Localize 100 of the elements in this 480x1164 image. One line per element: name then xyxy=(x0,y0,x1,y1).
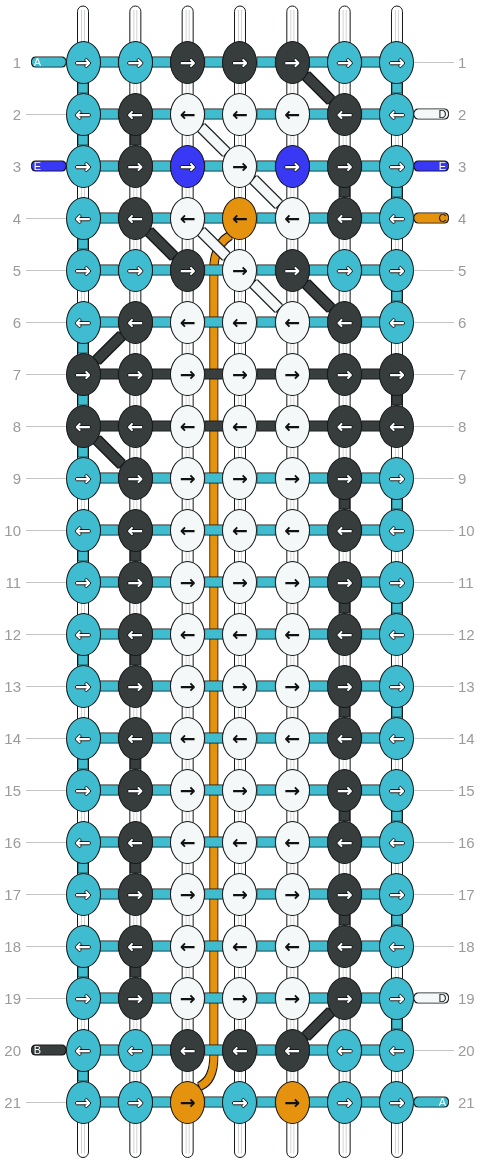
knot-direction: → xyxy=(75,156,91,176)
thread xyxy=(100,785,118,795)
knot-direction: → xyxy=(232,676,248,696)
knot-direction: → xyxy=(127,676,144,696)
knot-direction: ← xyxy=(179,728,196,748)
row-number: 6 xyxy=(12,314,21,330)
thread xyxy=(100,577,118,587)
knot xyxy=(65,92,101,136)
knot xyxy=(117,92,153,136)
thread xyxy=(100,109,118,119)
row-number: 20 xyxy=(458,1042,475,1058)
thread xyxy=(100,681,118,691)
knot xyxy=(274,872,310,916)
knot-direction: ← xyxy=(232,416,248,436)
knot-direction: → xyxy=(75,364,91,384)
knot-direction: → xyxy=(75,260,91,280)
string-label: B xyxy=(33,1044,42,1056)
thread xyxy=(340,187,350,197)
thread xyxy=(340,915,350,925)
thread xyxy=(340,811,350,821)
string-label: E xyxy=(33,160,42,172)
knot-direction: ← xyxy=(127,936,144,956)
thread xyxy=(257,265,275,275)
knot-direction: ← xyxy=(127,832,144,852)
knot-direction: → xyxy=(336,156,353,176)
knot xyxy=(117,404,153,448)
knot-direction: → xyxy=(179,988,196,1008)
knot-direction: ← xyxy=(75,1040,91,1060)
thread xyxy=(257,993,275,1003)
knot xyxy=(170,768,206,812)
thread xyxy=(100,1097,118,1107)
knot xyxy=(379,560,415,604)
thread xyxy=(100,837,118,847)
knot-direction: ← xyxy=(389,1040,405,1060)
knot-direction: ← xyxy=(179,1040,196,1060)
knot xyxy=(327,612,363,656)
thread xyxy=(152,577,171,587)
thread xyxy=(362,1045,380,1055)
string-label: E xyxy=(438,160,447,172)
string-label: A xyxy=(33,56,42,68)
knot-direction: → xyxy=(127,780,144,800)
thread xyxy=(257,889,275,899)
knot xyxy=(327,92,363,136)
knot xyxy=(274,144,310,188)
thread xyxy=(362,473,380,483)
thread xyxy=(309,109,328,119)
thread xyxy=(362,629,380,639)
thread xyxy=(93,436,125,468)
knot-direction: → xyxy=(284,780,301,800)
knot-direction: ← xyxy=(179,416,196,436)
knot xyxy=(274,508,310,552)
thread xyxy=(152,265,171,275)
thread xyxy=(362,681,380,691)
row-number: 19 xyxy=(4,990,21,1006)
knot-direction: ← xyxy=(75,624,91,644)
knot-direction: → xyxy=(127,468,144,488)
thread xyxy=(257,629,275,639)
thread xyxy=(130,655,140,665)
row-number: 10 xyxy=(458,522,475,538)
knot xyxy=(327,300,363,344)
thread xyxy=(392,187,402,197)
thread xyxy=(362,993,380,1003)
knot-direction: ← xyxy=(389,104,405,124)
thread xyxy=(309,993,328,1003)
row-number: 21 xyxy=(4,1094,21,1110)
knot-direction: → xyxy=(389,572,405,592)
knot xyxy=(222,976,258,1020)
row-number: 10 xyxy=(4,522,21,538)
knot-direction: ← xyxy=(75,520,91,540)
thread xyxy=(130,967,140,977)
knot-direction: → xyxy=(389,780,405,800)
knot-direction: → xyxy=(336,52,353,72)
thread xyxy=(392,499,402,509)
knot-direction: → xyxy=(179,1092,196,1112)
thread xyxy=(340,499,350,509)
thread xyxy=(145,228,178,260)
knot xyxy=(379,196,415,240)
knot-direction: ← xyxy=(127,312,144,332)
knot-direction: ← xyxy=(232,936,248,956)
thread xyxy=(205,1045,223,1055)
knot-direction: ← xyxy=(232,624,248,644)
thread xyxy=(309,1045,328,1055)
knot-direction: ← xyxy=(284,936,301,956)
knot-direction: → xyxy=(232,468,248,488)
knot-direction: ← xyxy=(389,416,405,436)
thread xyxy=(257,837,275,847)
knot xyxy=(274,352,310,396)
thread xyxy=(302,72,335,104)
knot xyxy=(222,248,258,292)
thread xyxy=(205,57,223,67)
thread xyxy=(100,941,118,951)
knot xyxy=(327,196,363,240)
knot-direction: → xyxy=(75,52,91,72)
row-number: 3 xyxy=(12,158,21,174)
thread xyxy=(152,213,171,223)
knot-direction: ← xyxy=(284,1040,301,1060)
knot-direction: ← xyxy=(389,936,405,956)
row-number: 19 xyxy=(458,990,475,1006)
row-number: 15 xyxy=(4,782,21,798)
thread xyxy=(302,280,335,312)
